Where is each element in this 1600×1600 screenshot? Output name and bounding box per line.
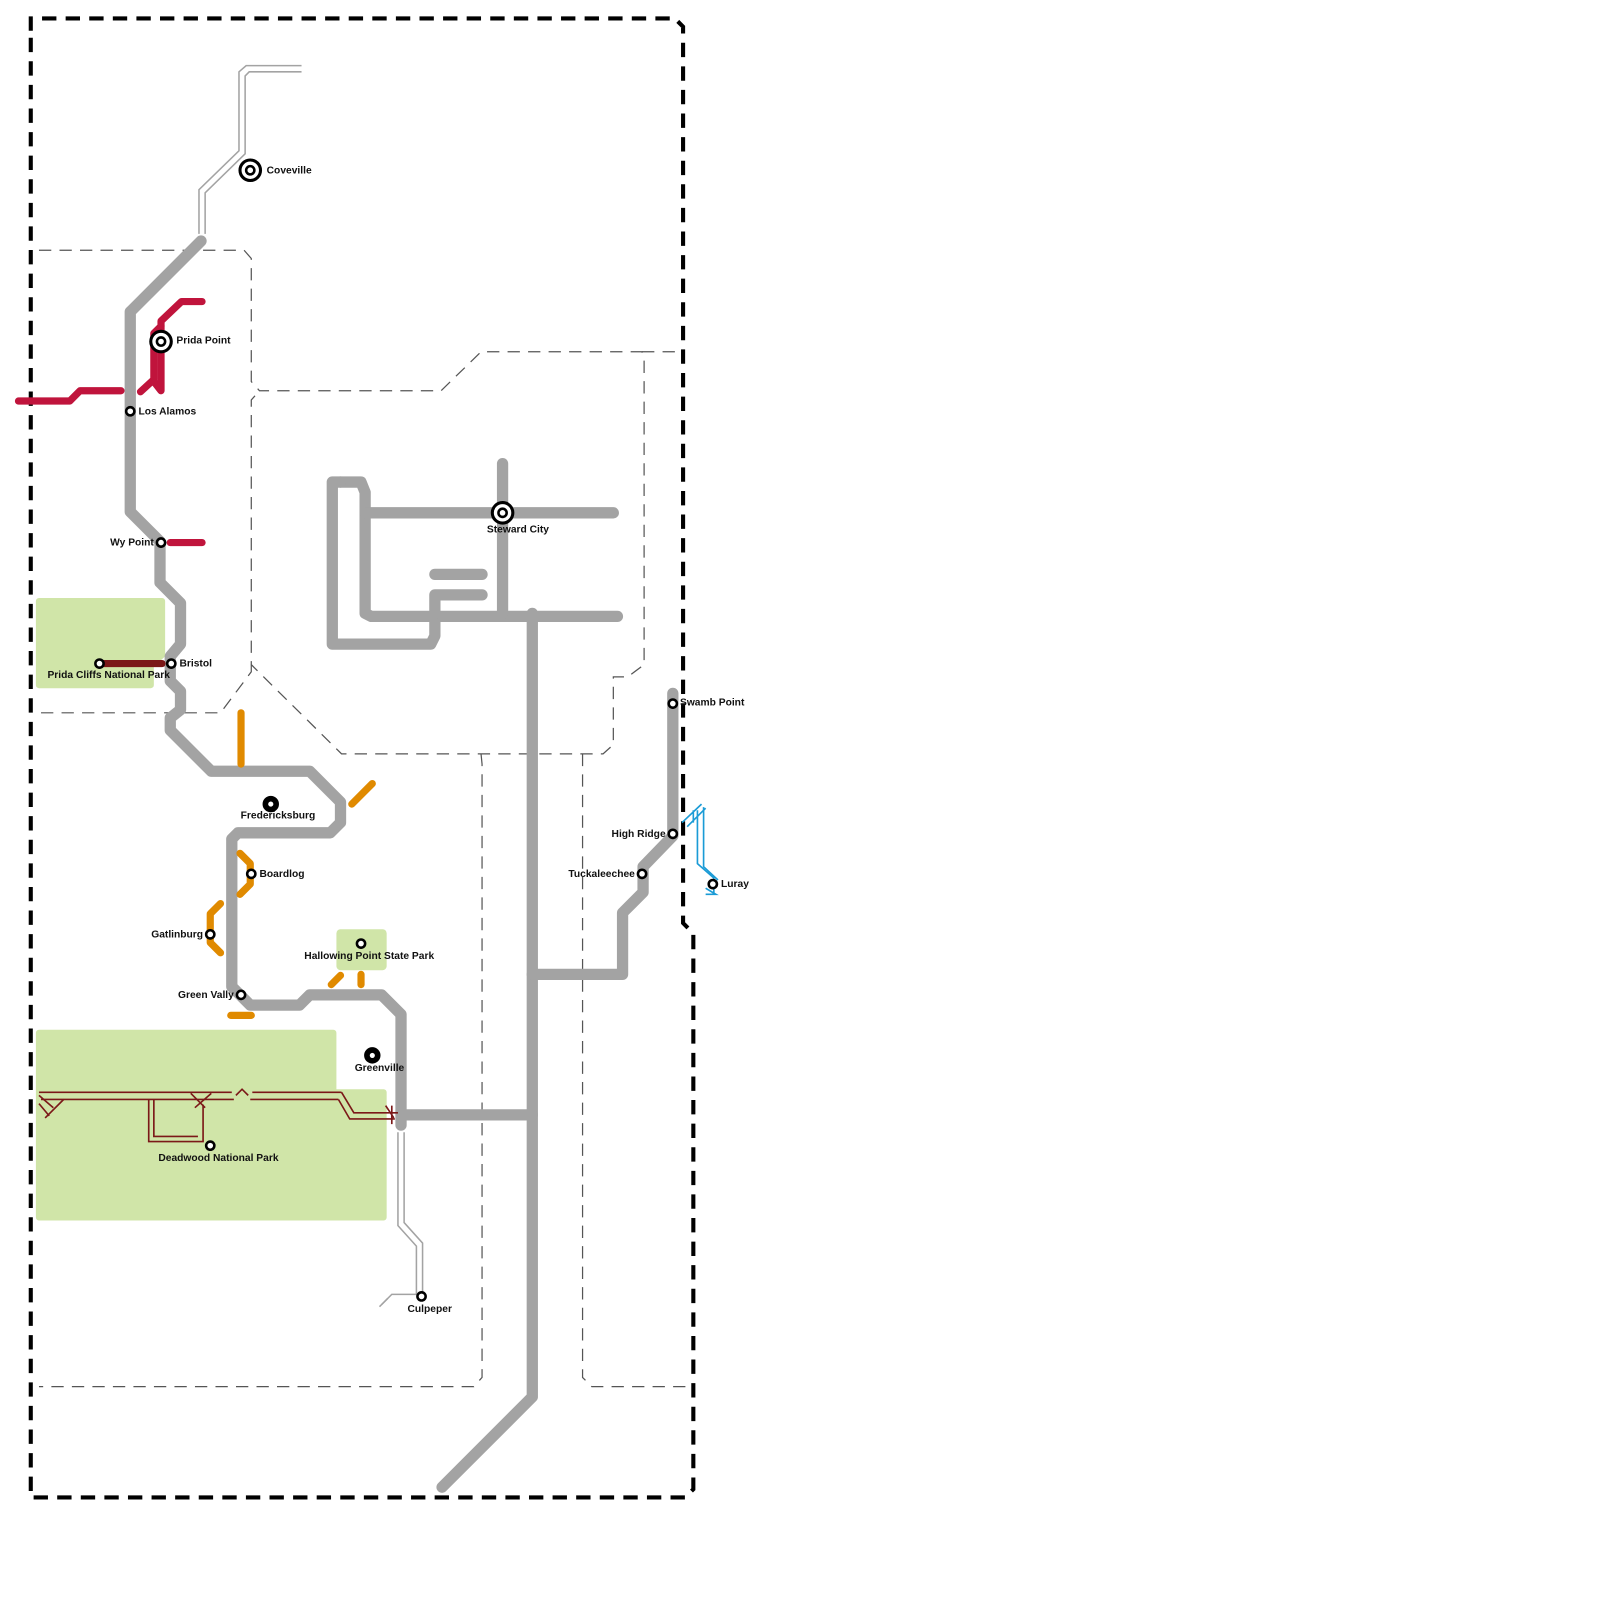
- station-label: Coveville: [267, 165, 312, 176]
- highway-north: [124, 235, 407, 1131]
- station-label: Luray: [721, 879, 749, 890]
- station-luray[interactable]: Luray: [707, 878, 750, 890]
- station-label: Los Alamos: [138, 406, 196, 417]
- station-label: Gatlinburg: [151, 929, 203, 940]
- station-wy-point[interactable]: Wy Point: [110, 537, 167, 549]
- station-label: Steward City: [487, 524, 549, 535]
- station-high-ridge[interactable]: High Ridge: [612, 828, 679, 840]
- minor-roads: [198, 64, 424, 1308]
- station-label: Prida Cliffs National Park: [47, 670, 170, 681]
- station-coveville[interactable]: Coveville: [238, 158, 312, 183]
- station-steward-city[interactable]: Steward City: [487, 501, 549, 536]
- station-tuckaleechee[interactable]: Tuckaleechee: [568, 868, 648, 880]
- region-borders: [38, 249, 694, 1388]
- station-green-vally[interactable]: Green Vally: [178, 989, 247, 1001]
- station-label: Green Vally: [178, 990, 234, 1001]
- highway-trunk: [436, 607, 538, 1493]
- station-label: Greenville: [355, 1063, 405, 1074]
- rail-deadwood: [38, 1088, 398, 1143]
- station-label: Hallowing Point State Park: [304, 951, 434, 962]
- station-label: Bristol: [179, 659, 212, 670]
- station-label: Swamb Point: [680, 698, 745, 709]
- station-fredericksburg[interactable]: Fredericksburg: [241, 795, 316, 822]
- parks: [35, 597, 387, 1221]
- station-label: Deadwood National Park: [158, 1153, 278, 1164]
- station-label: Prida Point: [176, 336, 231, 347]
- highway-central-loop-2: [326, 476, 441, 650]
- station-label: Fredericksburg: [241, 810, 316, 821]
- station-culpeper[interactable]: Culpeper: [408, 1291, 452, 1315]
- station-deadwood[interactable]: Deadwood National Park: [158, 1140, 279, 1164]
- outer-border: [28, 16, 696, 1500]
- station-label: Tuckaleechee: [568, 869, 635, 880]
- park-hallowing-point[interactable]: [336, 929, 387, 971]
- station-los-alamos[interactable]: Los Alamos: [124, 405, 196, 417]
- station-swamb-point[interactable]: Swamb Point: [667, 698, 745, 709]
- station-bristol[interactable]: Bristol: [165, 658, 212, 670]
- station-gatlinburg[interactable]: Gatlinburg: [151, 928, 216, 940]
- highway-network: [124, 235, 679, 1493]
- station-label: Wy Point: [110, 538, 154, 549]
- station-label: Culpeper: [408, 1304, 452, 1315]
- park-deadwood[interactable]: [35, 1029, 387, 1221]
- stations: Coveville Prida Point Los Alamos Wy Poin…: [47, 158, 750, 1315]
- station-greenville[interactable]: Greenville: [355, 1047, 405, 1074]
- station-label: Boardlog: [259, 869, 304, 880]
- highway-xspur-1: [429, 589, 488, 619]
- highway-central-loop: [334, 476, 624, 623]
- station-boardlog[interactable]: Boardlog: [245, 868, 304, 880]
- station-hallowing-point[interactable]: Hallowing Point State Park: [304, 938, 434, 962]
- red-line: [14, 297, 206, 547]
- station-prida-point[interactable]: Prida Point: [149, 329, 231, 354]
- station-prida-cliffs[interactable]: Prida Cliffs National Park: [47, 658, 170, 681]
- station-label: High Ridge: [612, 829, 666, 840]
